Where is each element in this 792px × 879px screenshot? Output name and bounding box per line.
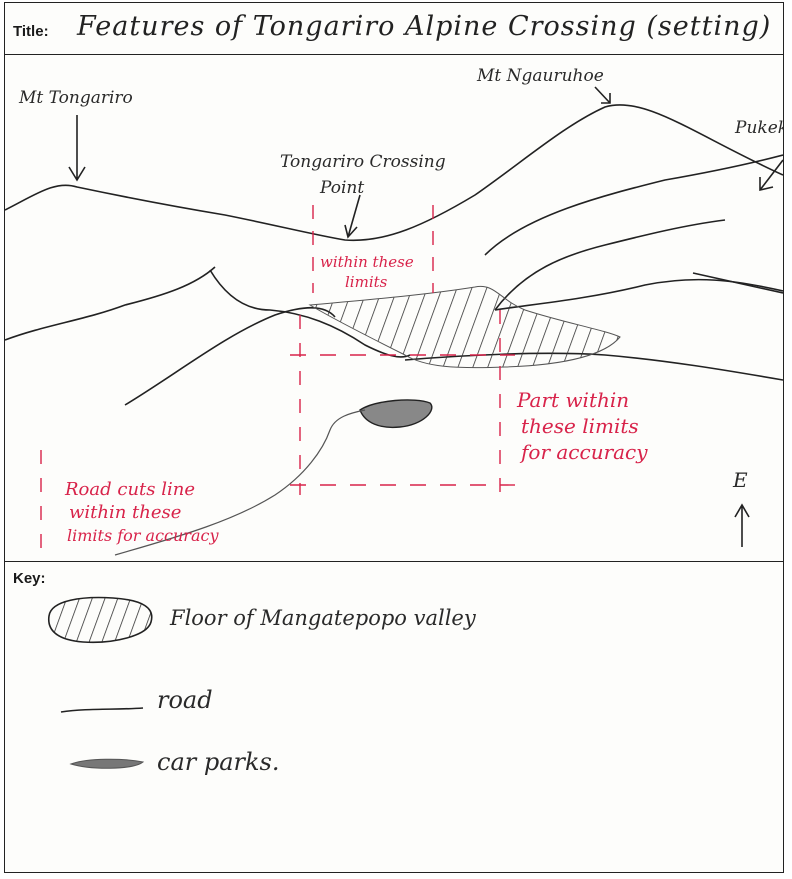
label-crossing-line1: Tongariro Crossing [280,152,446,172]
left-ridge [5,267,215,340]
title-row: Title: Features of Tongariro Alpine Cros… [5,3,783,55]
line-icon [57,700,147,720]
label-tongariro: Mt Tongariro [18,88,133,108]
limit-road-text-2: within these [69,502,181,523]
shaded-blob-icon [67,754,147,774]
north-letter: E [732,468,748,492]
limit-part-text-1: Part within [516,388,629,412]
limit-point-text-2: limits [345,273,388,291]
ridge-line [5,105,783,240]
title-handwritten: Features of Tongariro Alpine Crossing (s… [77,11,771,42]
title-label: Title: [13,23,49,40]
car-park-blob [360,400,432,427]
key-label: Key: [13,570,46,587]
pukeko-slope [485,155,783,255]
arrow-tongariro [69,115,85,180]
label-crossing-line2: Point [319,178,364,198]
arrow-crossing [345,195,360,237]
limit-road-text-3: limits for accuracy [67,526,219,545]
key-item-carpark-label: car parks. [157,748,279,776]
label-pukeko: Pukeko [734,118,783,138]
worksheet: Title: Features of Tongariro Alpine Cros… [4,2,784,873]
right-valley-line [693,273,783,293]
limit-point-text-1: within these [320,253,414,271]
limit-part-text-3: for accuracy [519,440,648,464]
limit-part-text-2: these limits [521,414,639,438]
label-ngauruhoe: Mt Ngauruhoe [476,66,604,86]
limit-road-text-1: Road cuts line [64,479,195,500]
key-item-valley-label: Floor of Mangatepopo valley [170,606,476,630]
hatched-area-icon [43,592,158,648]
key-item-road-label: road [157,686,213,714]
key-row: Key: Floor of Mangatepopo valley road ca… [5,561,783,873]
right-ridge [495,220,725,310]
arrow-north [735,505,749,547]
field-sketch: Mt Tongariro Mt Ngauruhoe Pukeko Tongari… [5,55,783,562]
arrow-ngauruhoe [595,87,610,103]
arrow-pukeko [760,160,783,190]
lower-ridge [125,308,335,405]
